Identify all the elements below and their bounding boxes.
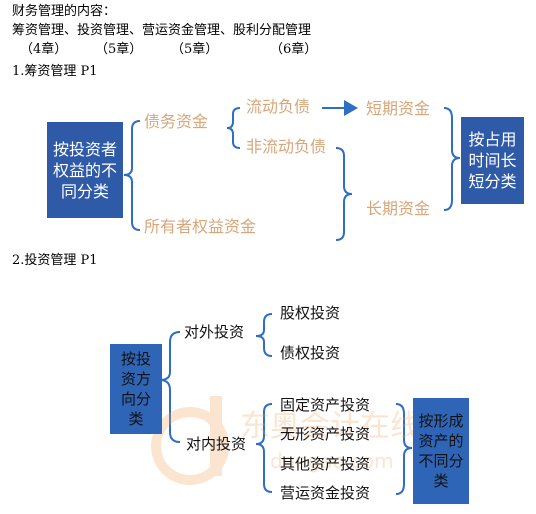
chapter-label-3: （5章） xyxy=(171,42,219,57)
intro-line-2: 筹资管理、投资管理、营运资金管理、股利分配管理 xyxy=(12,23,312,38)
watermark-logo: 东奥会计在线 dongao.com xyxy=(151,396,420,485)
debt-capital-label: 债务资金 xyxy=(144,112,209,131)
classify-by-duration-box: 按占用时间长短分类 xyxy=(461,117,524,204)
svg-text:dongao.com: dongao.com xyxy=(270,449,394,473)
debt-investment-label: 债权投资 xyxy=(280,344,341,362)
classify-by-investor-rights-box: 按投资者权益的不同分类 xyxy=(47,122,123,218)
other-asset-investment-label: 其他资产投资 xyxy=(280,455,371,473)
short-term-capital-label: 短期资金 xyxy=(366,99,431,118)
equity-capital-label: 所有者权益资金 xyxy=(144,217,257,236)
internal-investment-label: 对内投资 xyxy=(186,435,247,453)
brace-long-term xyxy=(335,147,353,241)
noncurrent-liabilities-label: 非流动负债 xyxy=(246,137,327,156)
classify-by-direction-box: 按投资方向分类 xyxy=(110,344,162,434)
brace-debt xyxy=(226,107,241,149)
equity-investment-label: 股权投资 xyxy=(280,304,341,322)
external-investment-label: 对外投资 xyxy=(184,323,245,341)
classify-by-asset-form-box: 按形成资产的不同分类 xyxy=(413,398,469,504)
brace-internal xyxy=(255,403,273,493)
section-1-title: 1.筹资管理 P1 xyxy=(12,64,98,79)
section-2-title: 2.投资管理 P1 xyxy=(12,253,98,268)
chapter-label-2: （5章） xyxy=(95,42,143,57)
working-capital-investment-label: 营运资金投资 xyxy=(280,484,371,502)
intro-line-1: 财务管理的内容： xyxy=(12,4,117,19)
long-term-capital-label: 长期资金 xyxy=(366,199,431,218)
svg-text:东奥会计在线: 东奥会计在线 xyxy=(240,409,420,444)
intangible-asset-investment-label: 无形资产投资 xyxy=(280,425,371,443)
brace-right-box-2 xyxy=(395,403,413,495)
fixed-asset-investment-label: 固定资产投资 xyxy=(280,396,371,414)
brace-section1-main xyxy=(123,120,141,231)
brace-right-box xyxy=(443,107,461,211)
brace-external xyxy=(255,313,273,357)
current-liabilities-label: 流动负债 xyxy=(246,97,311,116)
chapter-label-1: （4章） xyxy=(20,42,68,57)
chapter-label-4: （6章） xyxy=(270,42,318,57)
